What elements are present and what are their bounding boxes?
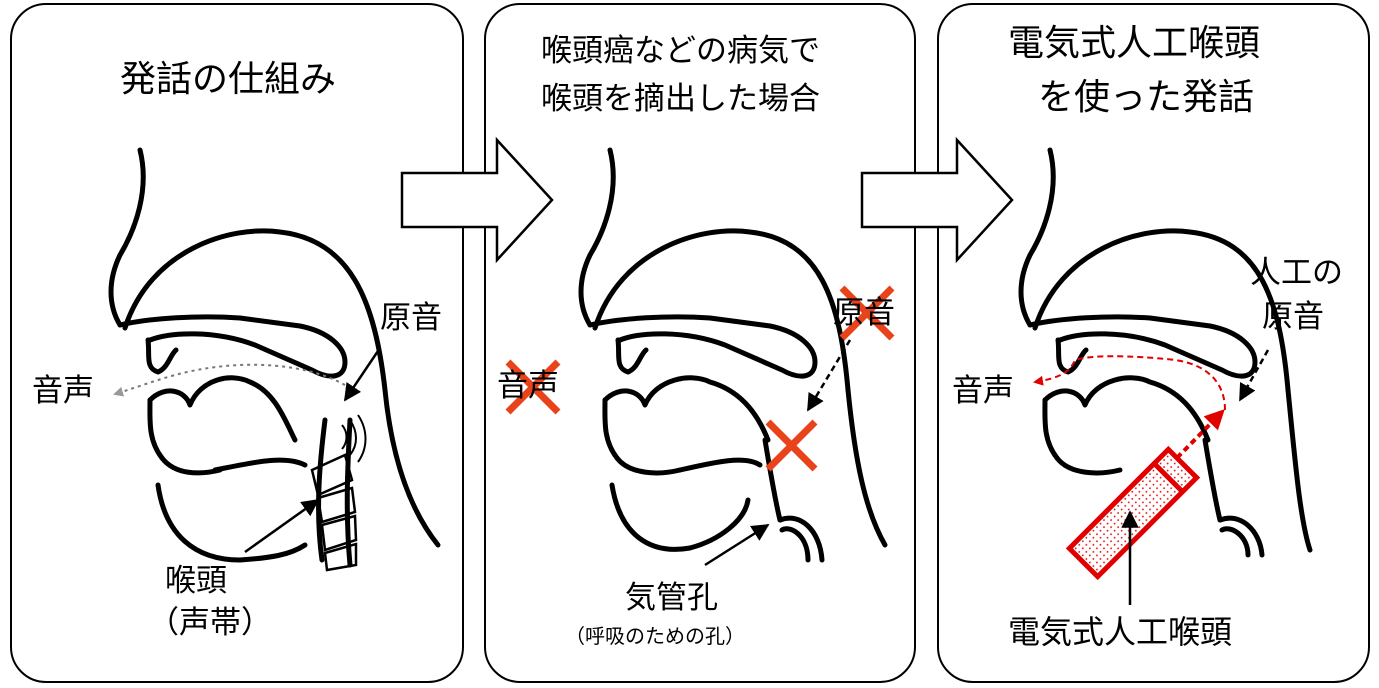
larynx-illustration-1 [310, 453, 358, 572]
pointer-larynx [244, 498, 320, 554]
label-voice-artificial: 音声 [952, 373, 1014, 409]
transition-arrow-1 [400, 136, 554, 264]
label-artificial-sound-line2: 原音 [1262, 299, 1324, 335]
label-artificial-sound-line1: 人工の [1250, 255, 1343, 291]
pointer-tracheostoma [704, 523, 770, 567]
electrolarynx-device-icon [1065, 445, 1201, 581]
label-tracheostoma-note: （呼吸のための孔） [565, 624, 745, 648]
label-original-sound: 原音 [380, 300, 442, 336]
panel-normal-speech [10, 3, 464, 683]
label-voice-removed: 音声 [497, 368, 559, 404]
sound-waves-icon [341, 414, 367, 463]
panel2-title-line1: 喉頭癌などの病気で [541, 33, 820, 69]
panel1-title: 発話の仕組み [120, 59, 337, 100]
sound-path-dotted [113, 363, 346, 397]
pointer-original-sound [343, 347, 382, 402]
artificial-sound-path [1033, 355, 1226, 411]
head-profile-3 [1018, 147, 1313, 558]
panel2-title-line2: 喉頭を摘出した場合 [541, 81, 820, 117]
cross-mark-original-sound [839, 285, 895, 341]
panel3-title-line1: 電気式人工喉頭 [1008, 23, 1261, 64]
head-profile-1 [108, 147, 441, 568]
pointer-removed-sound [806, 339, 852, 412]
label-original-sound-removed: 原音 [833, 295, 895, 331]
label-voice: 音声 [32, 373, 94, 409]
label-larynx: 喉頭 [165, 563, 227, 599]
panel3-title-line2: を使った発話 [1038, 77, 1255, 118]
cross-mark-larynx [765, 419, 818, 472]
label-vocal-cords: （声帯） [148, 605, 272, 641]
cross-mark-voice [505, 359, 561, 415]
label-electrolarynx: 電気式人工喉頭 [1008, 613, 1233, 651]
transition-arrow-2 [860, 136, 1014, 264]
label-tracheostoma: 気管孔 [625, 580, 718, 616]
head-profile-2 [578, 147, 888, 563]
